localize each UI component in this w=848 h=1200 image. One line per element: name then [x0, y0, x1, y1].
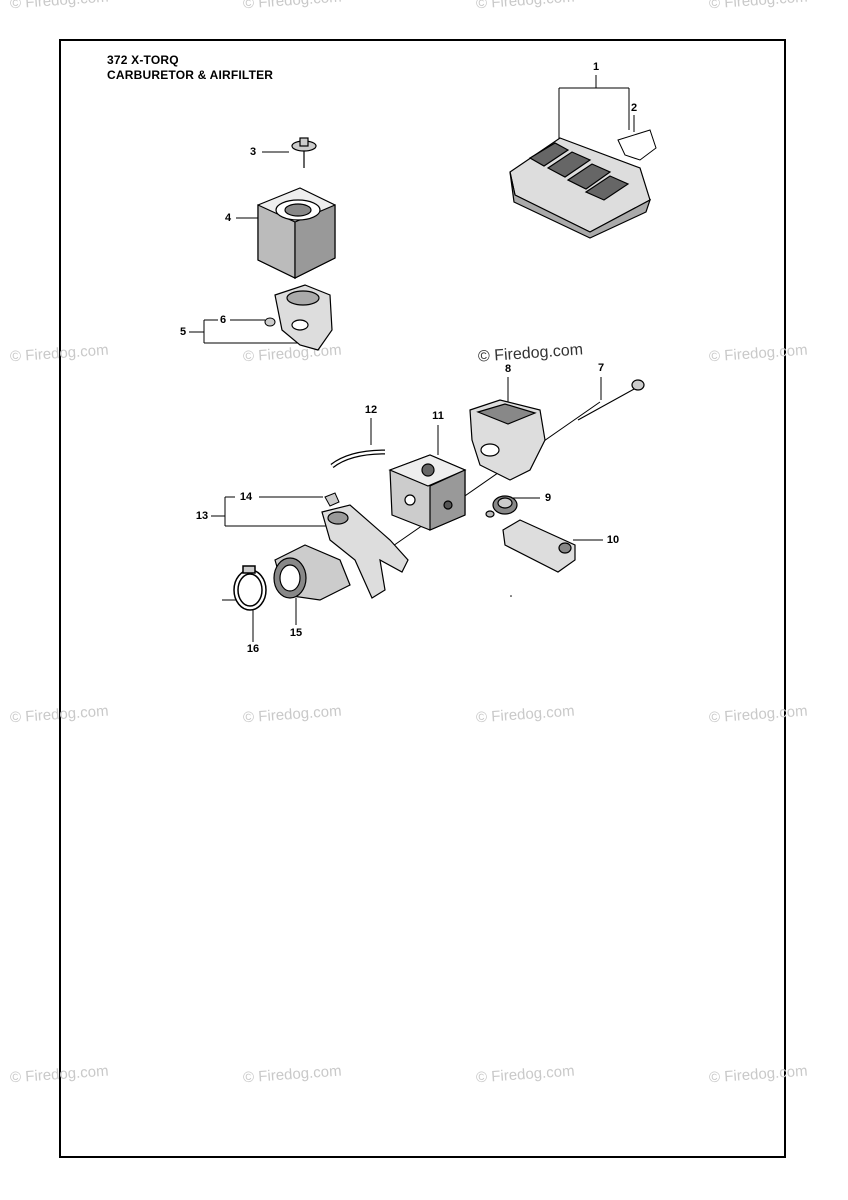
callout-9: 9	[544, 492, 552, 504]
callout-6: 6	[219, 314, 227, 326]
page-border	[59, 39, 786, 1158]
callout-11: 11	[432, 410, 444, 422]
callout-3: 3	[249, 146, 257, 158]
callout-2: 2	[630, 102, 638, 114]
callout-15: 15	[289, 627, 303, 639]
callout-14: 14	[239, 491, 253, 503]
model-title: 372 X-TORQ	[107, 53, 179, 67]
callout-8: 8	[504, 363, 512, 375]
callout-1: 1	[592, 61, 600, 73]
section-title: CARBURETOR & AIRFILTER	[107, 68, 274, 82]
callout-12: 12	[364, 404, 378, 416]
airfilter-cover-part	[509, 137, 652, 239]
callout-7: 7	[597, 362, 605, 374]
callout-10: 10	[606, 534, 620, 546]
callout-16: 16	[246, 643, 260, 655]
callout-5: 5	[179, 326, 187, 338]
callout-4: 4	[224, 212, 232, 224]
callout-13: 13	[195, 510, 209, 522]
